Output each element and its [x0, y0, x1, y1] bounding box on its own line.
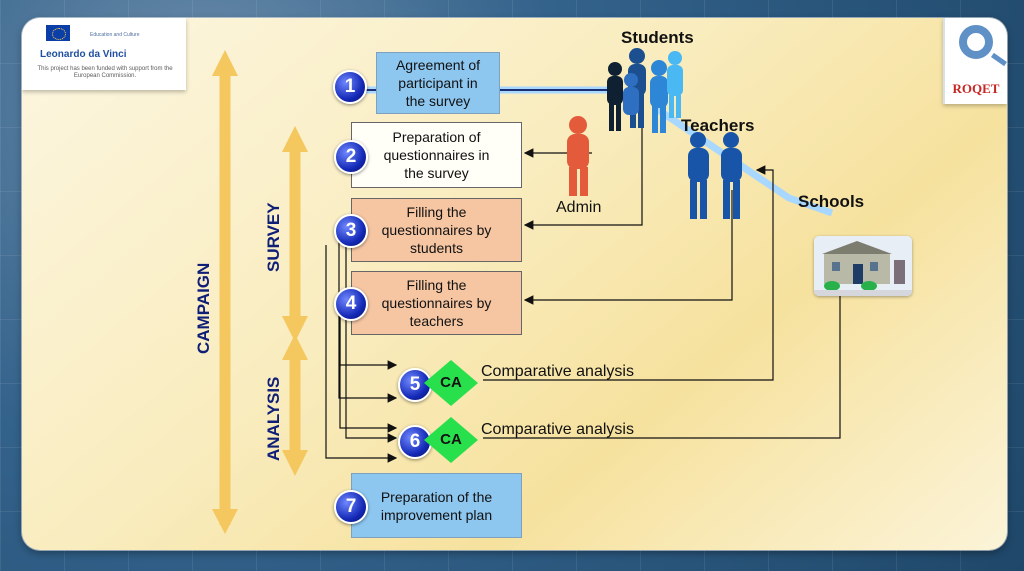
admin-label: Admin	[556, 199, 602, 216]
students-to-step3-arrow	[523, 108, 643, 230]
students-group-icon	[607, 48, 683, 133]
step-2-box: Preparation of questionnaires in the sur…	[351, 122, 522, 188]
program-name: Leonardo da Vinci	[40, 49, 127, 60]
admin-person-icon	[567, 116, 589, 196]
analysis-label: ANALYSIS	[264, 376, 283, 461]
step4-to-step6-arrow	[339, 300, 398, 433]
campaign-arrow-top	[212, 50, 238, 76]
step3-to-step6-arrow	[345, 238, 398, 443]
survey-arrow-top	[282, 126, 308, 152]
step-6-label: Comparative analysis	[481, 421, 634, 438]
step-1-box: Agreement of participant in the survey	[376, 52, 500, 114]
step-2-number: 2	[334, 140, 368, 174]
step-4-number: 4	[334, 287, 368, 321]
schools-label: Schools	[798, 192, 865, 211]
roqet-logo: ROQET	[943, 18, 1007, 104]
step-3-box: Filling the questionnaires by students	[351, 198, 522, 262]
teachers-group-icon	[688, 132, 742, 219]
campaign-label: CAMPAIGN	[194, 262, 213, 354]
left-side-analysis-arrow	[325, 245, 398, 463]
logo-small-text: Education and Culture	[90, 32, 140, 38]
students-label: Students	[621, 28, 694, 47]
step-3-number: 3	[334, 214, 368, 248]
eu-flag-icon	[46, 25, 70, 41]
step6-to-schools-arrow	[483, 278, 845, 439]
campaign-arrow-bottom	[212, 509, 238, 534]
step-5-label: Comparative analysis	[481, 363, 634, 380]
funding-text: This project has been funded with suppor…	[37, 66, 173, 79]
step-5-number: 5	[398, 368, 432, 402]
step-7-box: Preparation of the improvement plan	[351, 473, 522, 538]
step-7-number: 7	[334, 490, 368, 524]
step5-to-teachers-arrow	[483, 165, 774, 381]
school-building-icon	[814, 236, 912, 296]
q-logo-icon	[959, 25, 993, 59]
step-1-number: 1	[333, 70, 367, 104]
analysis-arrow-bottom	[282, 450, 308, 476]
teachers-label: Teachers	[681, 116, 755, 135]
analysis-arrow-top	[282, 334, 308, 360]
roqet-text: ROQET	[952, 81, 1000, 96]
survey-arrow-bottom	[282, 316, 308, 342]
step-4-box: Filling the questionnaires by teachers	[351, 271, 522, 335]
survey-label: SURVEY	[264, 202, 283, 272]
step-6-number: 6	[398, 425, 432, 459]
diagram-slide: Education and Culture Leonardo da Vinci …	[22, 18, 1007, 550]
leonardo-logo-panel: Education and Culture Leonardo da Vinci …	[22, 18, 186, 90]
teachers-to-step4-arrow	[523, 190, 733, 305]
